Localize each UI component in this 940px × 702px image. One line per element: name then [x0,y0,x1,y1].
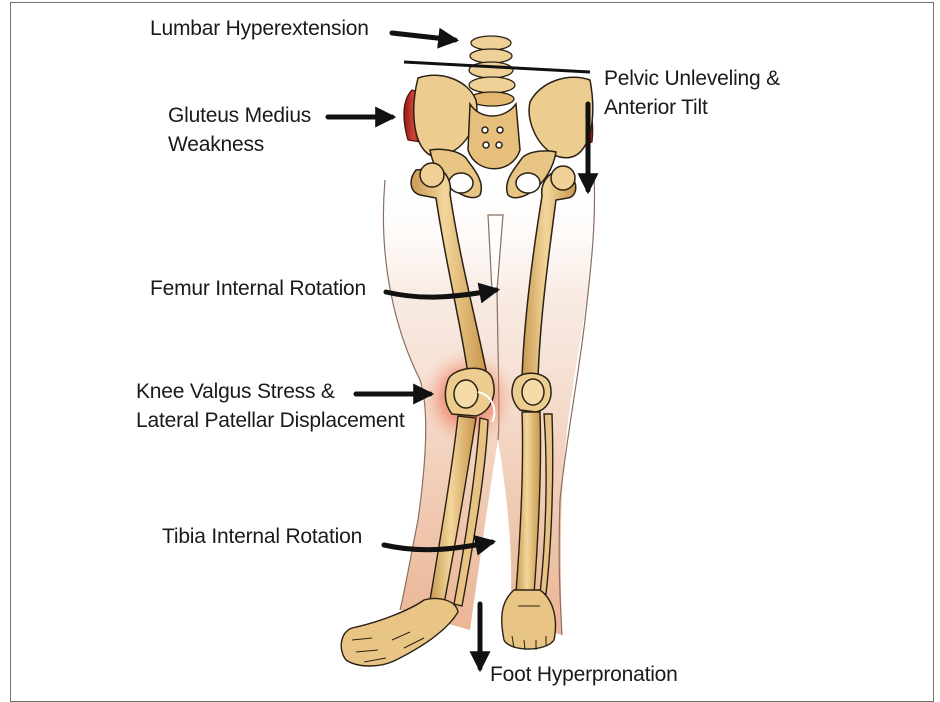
label-gluteus-medius: Gluteus Medius Weakness [168,101,311,159]
label-lumbar-hyperextension: Lumbar Hyperextension [150,14,369,43]
label-pelvic-line2: Anterior Tilt [604,93,780,122]
lumbar-spine [469,36,515,106]
label-knee-line1: Knee Valgus Stress & [136,377,405,406]
label-foot-hyperpronation: Foot Hyperpronation [490,660,678,689]
label-knee-line2: Lateral Patellar Displacement [136,406,405,435]
feet [341,590,555,666]
label-knee-valgus: Knee Valgus Stress & Lateral Patellar Di… [136,377,405,435]
label-gluteus-line2: Weakness [168,130,311,159]
label-tibia-internal-rotation: Tibia Internal Rotation [162,522,362,551]
label-pelvic-unleveling: Pelvic Unleveling & Anterior Tilt [604,64,780,122]
label-gluteus-line1: Gluteus Medius [168,101,311,130]
lumbar-arrow [392,33,455,40]
label-femur-internal-rotation: Femur Internal Rotation [150,274,366,303]
label-pelvic-line1: Pelvic Unleveling & [604,64,780,93]
